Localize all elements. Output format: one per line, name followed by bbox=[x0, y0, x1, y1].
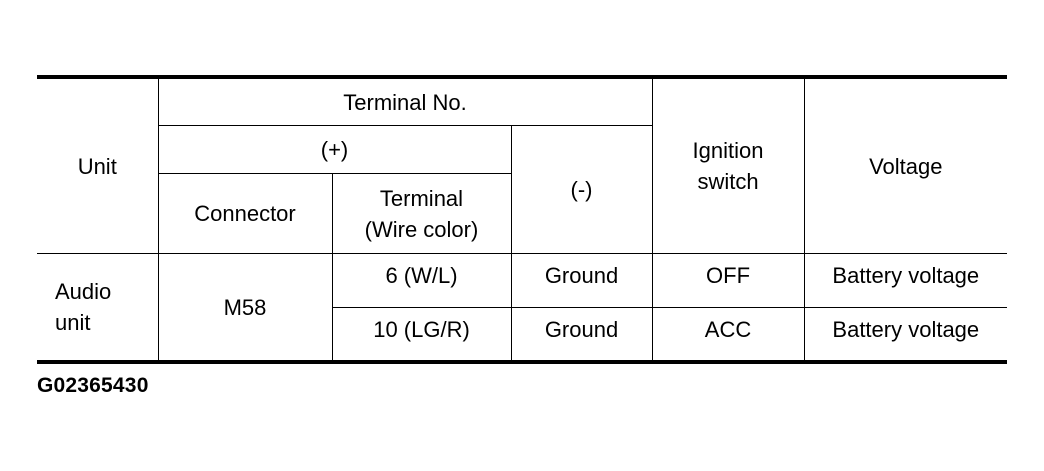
cell-unit-line1: Audio bbox=[55, 279, 112, 304]
header-minus: (-) bbox=[510, 125, 653, 254]
terminal-spec-table: Unit Terminal No. Ignition switch Voltag… bbox=[37, 75, 1008, 364]
cell-ignition: ACC bbox=[651, 307, 805, 364]
cell-unit-line2: unit bbox=[55, 310, 91, 335]
header-row-3: Connector Terminal (Wire color) bbox=[37, 173, 1007, 254]
table-row: 10 (LG/R) Ground ACC Battery voltage bbox=[37, 307, 1008, 364]
header-row-1: Unit Terminal No. Ignition switch Voltag… bbox=[37, 75, 1008, 254]
header-terminal-line2: (Wire color) bbox=[364, 216, 479, 242]
table-row: Audio unit M58 6 (W/L) Ground OFF Batter… bbox=[37, 253, 1008, 364]
cell-ignition: OFF bbox=[651, 253, 805, 308]
cell-unit: Audio unit bbox=[37, 253, 159, 364]
header-terminal-line1: Terminal bbox=[379, 185, 464, 211]
header-unit: Unit bbox=[37, 75, 159, 254]
header-terminal-wire-color: Terminal (Wire color) bbox=[331, 173, 512, 254]
header-row-2: (+) (-) bbox=[37, 125, 1007, 254]
header-plus: (+) bbox=[157, 125, 512, 174]
cell-voltage: Battery voltage bbox=[803, 253, 1008, 308]
cell-connector: M58 bbox=[157, 253, 333, 364]
header-ignition-line1: Ignition bbox=[692, 138, 764, 163]
header-connector: Connector bbox=[157, 173, 333, 254]
terminal-spec-table-container: Unit Terminal No. Ignition switch Voltag… bbox=[37, 75, 1008, 364]
header-voltage: Voltage bbox=[803, 75, 1008, 254]
cell-terminal: 6 (W/L) bbox=[331, 253, 512, 308]
header-terminal-no: Terminal No. bbox=[157, 75, 653, 126]
cell-terminal: 10 (LG/R) bbox=[331, 307, 512, 364]
header-ignition-switch: Ignition switch bbox=[651, 75, 805, 254]
figure-code: G02365430 bbox=[37, 374, 149, 397]
cell-minus: Ground bbox=[510, 253, 653, 308]
cell-voltage: Battery voltage bbox=[803, 307, 1008, 364]
cell-minus: Ground bbox=[510, 307, 653, 364]
header-ignition-line2: switch bbox=[697, 169, 759, 194]
